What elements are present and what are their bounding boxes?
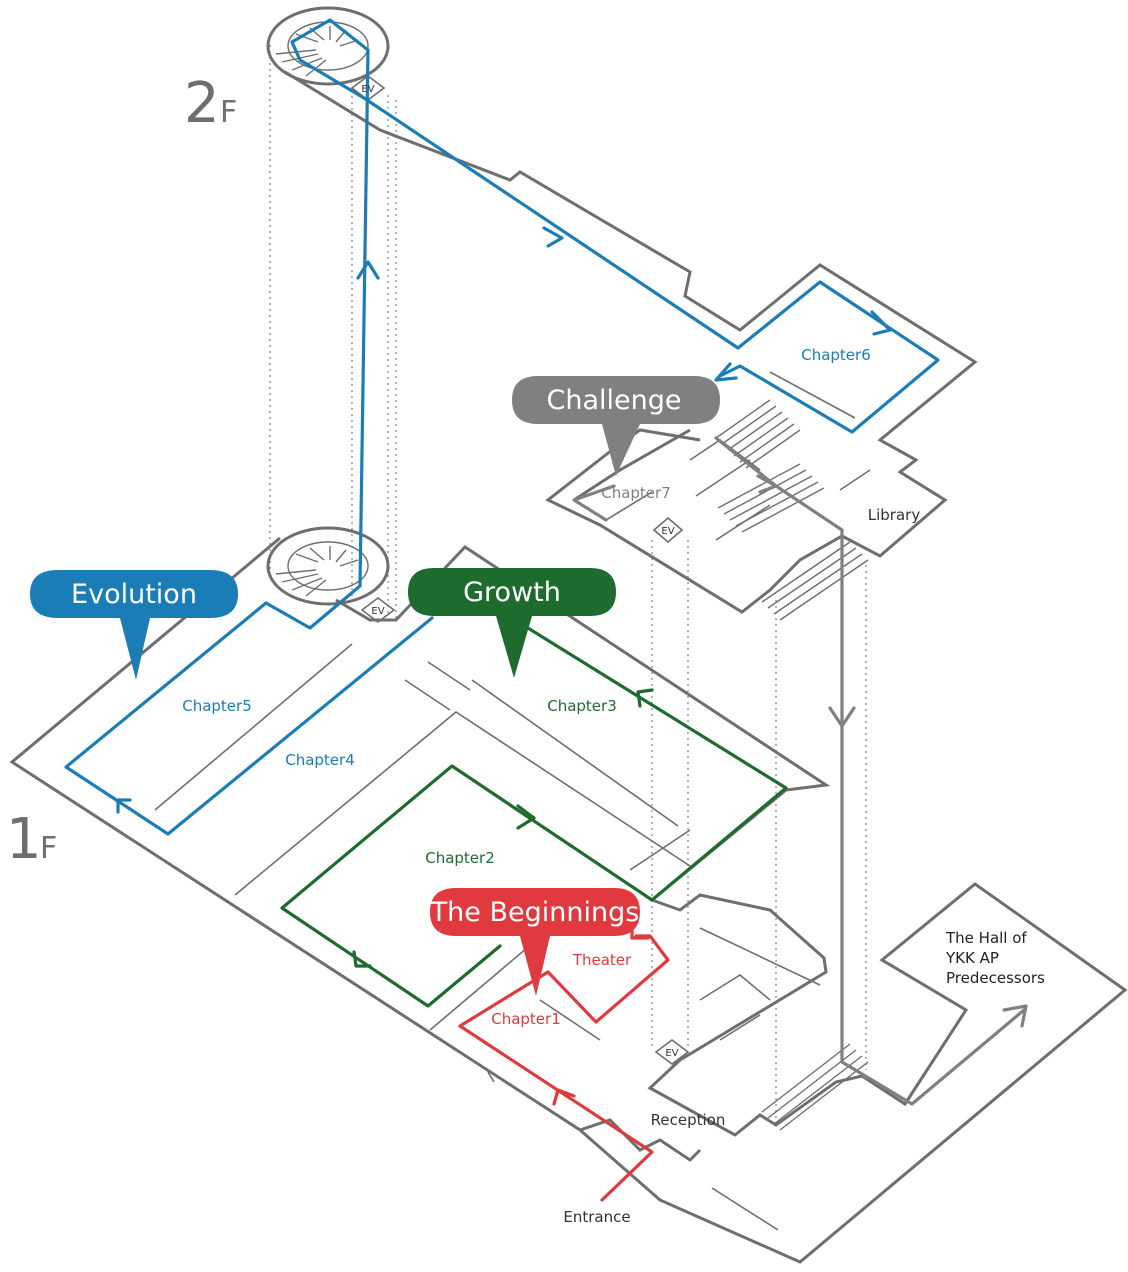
theater-label: Theater <box>572 951 632 969</box>
zone-label-beginnings: The Beginnings <box>430 897 640 928</box>
chapter4-label: Chapter4 <box>285 751 355 769</box>
svg-text:F: F <box>220 95 237 130</box>
elevator-label-1f: EV <box>665 1048 678 1059</box>
floor-label-2f: 2 F <box>184 71 237 136</box>
chapter3-label: Chapter3 <box>547 697 617 715</box>
chapter7-label: Chapter7 <box>601 484 671 502</box>
bubble-beginnings: The Beginnings <box>430 888 640 996</box>
floor-label-1f: 1 F <box>6 807 57 872</box>
svg-text:2: 2 <box>184 71 220 136</box>
bubble-challenge: Challenge <box>512 376 720 476</box>
straight-stairs <box>715 399 869 1131</box>
chapter1-label: Chapter1 <box>491 1010 561 1028</box>
chapter5-label: Chapter5 <box>182 697 252 715</box>
chapter6-label: Chapter6 <box>801 346 871 364</box>
vertical-connectors <box>269 45 867 1125</box>
bubble-evolution: Evolution <box>30 570 238 680</box>
zone-label-challenge: Challenge <box>547 385 682 416</box>
route-beginnings <box>458 922 670 1202</box>
route-challenge <box>572 436 1028 1106</box>
bubble-growth: Growth <box>408 568 616 678</box>
spiral-stair-1f <box>266 526 390 606</box>
hall-label-line2: YKK AP <box>945 949 999 967</box>
hall-label-line1: The Hall of <box>945 929 1027 947</box>
entrance-label: Entrance <box>563 1208 630 1226</box>
zone-label-growth: Growth <box>463 577 561 608</box>
library-label: Library <box>868 506 921 524</box>
route-growth <box>280 618 788 1008</box>
zone-label-evolution: Evolution <box>71 579 197 610</box>
route-evolution <box>64 18 940 836</box>
chapter2-label: Chapter2 <box>425 849 495 867</box>
reception-label: Reception <box>651 1111 726 1129</box>
elevator-label-1f-spiral: EV <box>371 606 384 617</box>
elevator-label-2f: EV <box>661 526 674 537</box>
svg-text:F: F <box>40 831 57 866</box>
hall-label-line3: Predecessors <box>946 969 1045 987</box>
svg-text:1: 1 <box>6 807 42 872</box>
elevator-label-2f-spiral: EV <box>361 84 374 95</box>
